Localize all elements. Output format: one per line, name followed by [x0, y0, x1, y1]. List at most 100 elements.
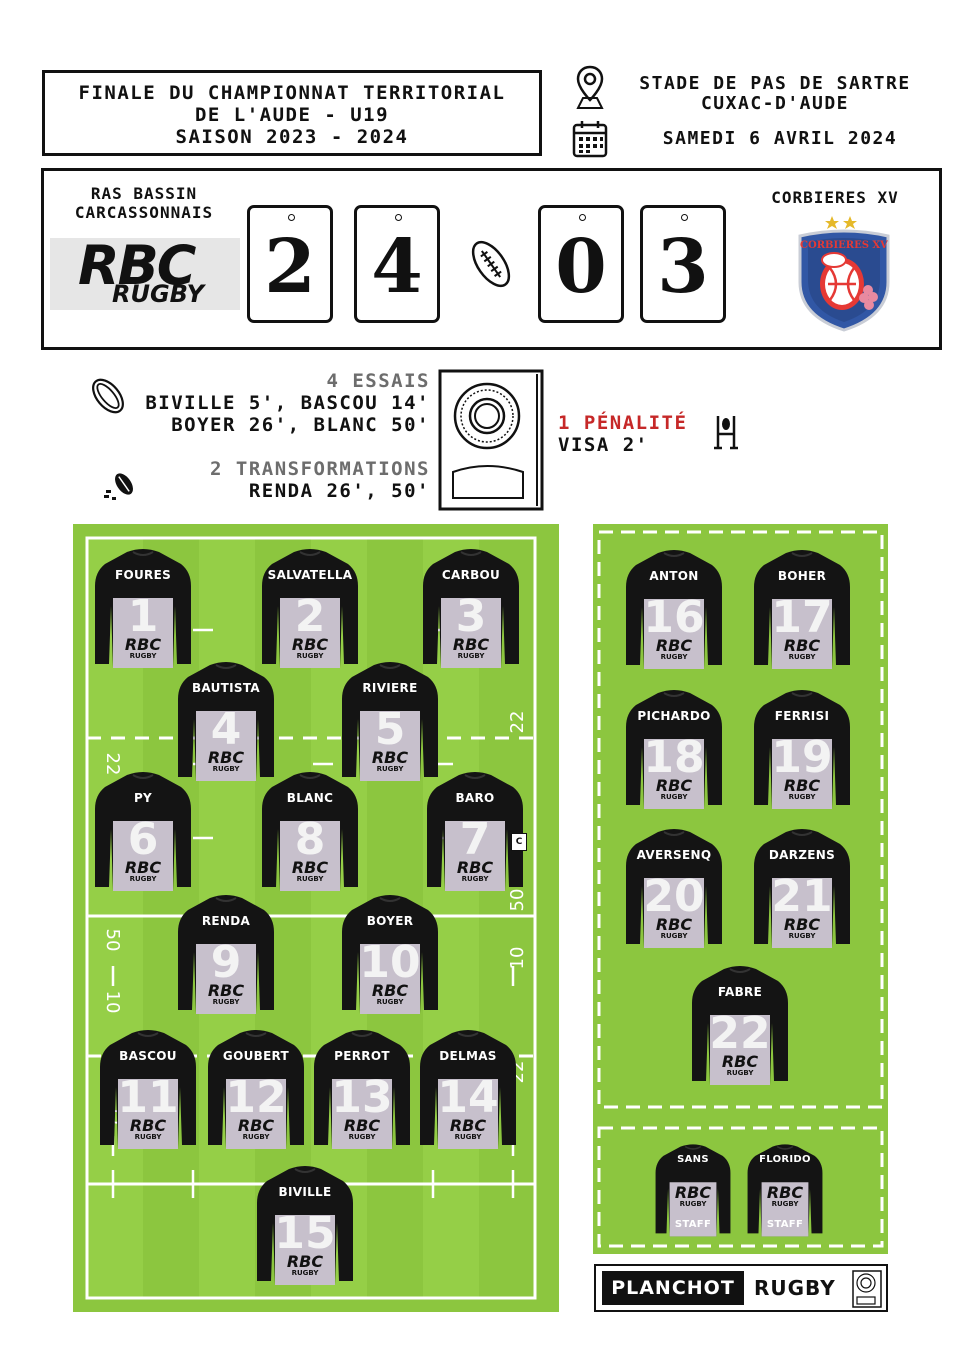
player-name: BAUTISTA [191, 681, 261, 695]
title-line: SAISON 2023 - 2024 [175, 126, 409, 148]
goal-posts-icon [712, 414, 740, 454]
jersey-brand-sub: RUGBY [660, 792, 688, 801]
player-name: PERROT [334, 1049, 390, 1063]
jersey-brand-main: RBC [207, 980, 245, 1000]
jersey-brand-sub: RUGBY [296, 651, 324, 660]
jersey-brand-sub: RUGBY [291, 1268, 319, 1277]
penalties-summary: 1 PÉNALITÉ VISA 2' [558, 412, 687, 456]
jersey-brand-main: RBC [343, 1115, 381, 1135]
jersey-brand-sub: RUGBY [212, 997, 240, 1006]
player-number: 5 [374, 703, 406, 755]
jersey-brand-sub: RUGBY [788, 792, 816, 801]
player-name: BARO [455, 791, 495, 805]
jersey-brand-main: RBC [783, 775, 821, 795]
jersey-brand-main: RBC [783, 635, 821, 655]
field-mark: 22 [102, 753, 123, 776]
player-number: 9 [210, 936, 242, 988]
player-name: BOHER [777, 569, 827, 583]
venue: STADE DE PAS DE SARTRE CUXAC-D'AUDE [600, 74, 950, 114]
home-logo-main: RBC [78, 234, 196, 297]
field-mark: 10 [102, 991, 123, 1014]
penalties-line: VISA 2' [558, 434, 649, 456]
home-team-line: RAS BASSIN [90, 184, 198, 203]
away-logo-text: CORBIERES XV [800, 240, 888, 251]
player-number: 2 [294, 590, 326, 642]
jersey-brand-sub: RUGBY [212, 764, 240, 773]
conversion-kick-icon [102, 470, 138, 506]
player-name: GOUBERT [222, 1049, 290, 1063]
player-number: 19 [771, 731, 833, 783]
jersey-brand-sub: RUGBY [242, 1132, 270, 1141]
footer-brand: PLANCHOT RUGBY [594, 1264, 888, 1312]
player-name: RIVIERE [362, 681, 418, 695]
venue-line: STADE DE PAS DE SARTRE [639, 73, 911, 94]
calendar-icon [572, 120, 608, 162]
conversions-summary: 2 TRANSFORMATIONS RENDA 26', 50' [100, 458, 430, 502]
player-number: 4 [210, 703, 242, 755]
player-name: DELMAS [439, 1049, 497, 1063]
match-date: SAMEDI 6 AVRIL 2024 [662, 128, 898, 149]
player-name: FLORIDO [759, 1154, 811, 1165]
jersey-brand-sub: RUGBY [129, 874, 157, 883]
tries-line: BIVILLE 5', BASCOU 14' [145, 392, 430, 414]
footer-brand-right: RUGBY [754, 1276, 836, 1300]
jersey-brand-main: RBC [655, 635, 693, 655]
home-score-digit: 2 [247, 205, 333, 323]
title-line: FINALE DU CHAMPIONNAT TERRITORIAL [78, 82, 506, 104]
field-mark: 22 [507, 711, 528, 734]
player-number: 12 [225, 1071, 287, 1123]
jersey-brand-sub: RUGBY [454, 1132, 482, 1141]
jersey-brand-main: RBC [721, 1051, 759, 1071]
home-team-logo: RBC RUGBY [50, 234, 240, 310]
jersey-brand-sub: RUGBY [788, 652, 816, 661]
away-score-digit: 3 [640, 205, 726, 323]
trophy-plaque-icon [437, 368, 545, 516]
digit-value: 0 [555, 224, 607, 310]
jersey-brand-sub: RUGBY [679, 1200, 707, 1209]
player-number: 16 [643, 591, 705, 643]
jersey-brand-sub: RUGBY [348, 1132, 376, 1141]
player-number: 17 [771, 591, 833, 643]
staff-label: STAFF [766, 1218, 804, 1230]
away-team-name: CORBIERES XV [771, 188, 899, 207]
player-number: 3 [455, 590, 487, 642]
player-name: BLANC [286, 791, 334, 805]
tries-line: BOYER 26', BLANC 50' [171, 414, 430, 436]
player-name: AVERSENQ [636, 848, 712, 862]
player-name: PICHARDO [637, 709, 711, 723]
jersey-brand-sub: RUGBY [296, 874, 324, 883]
jersey-brand-sub: RUGBY [461, 874, 489, 883]
jersey-brand-main: RBC [124, 857, 162, 877]
match-title: FINALE DU CHAMPIONNAT TERRITORIAL DE L'A… [42, 70, 542, 156]
home-logo-sub: RUGBY [112, 280, 205, 308]
player-number: 15 [274, 1207, 336, 1259]
jersey-brand-main: RBC [655, 914, 693, 934]
venue-line: CUXAC-D'AUDE [700, 93, 850, 114]
title-line: DE L'AUDE - U19 [194, 104, 390, 126]
digit-value: 4 [371, 224, 423, 310]
player-number: 6 [127, 813, 159, 865]
jersey-brand-sub: RUGBY [660, 931, 688, 940]
tries-summary: 4 ESSAIS BIVILLE 5', BASCOU 14' BOYER 26… [100, 370, 430, 436]
